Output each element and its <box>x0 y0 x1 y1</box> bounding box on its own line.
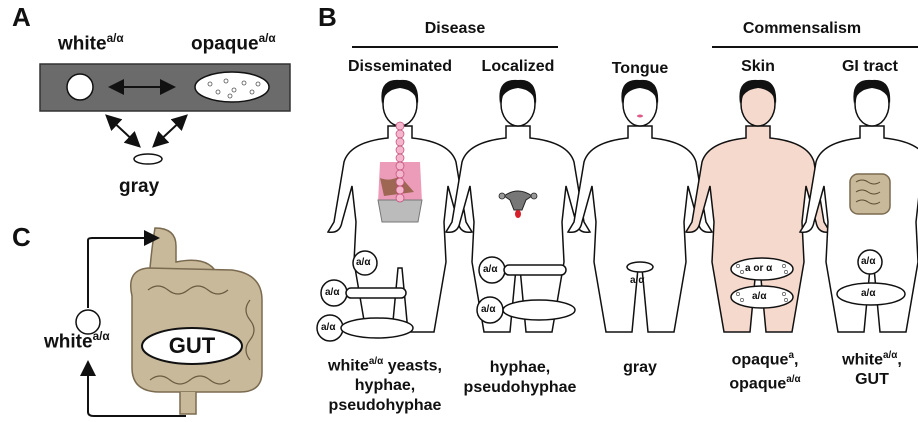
caption-gi-tract: whitea/α, GUT <box>832 346 912 390</box>
disease-header: Disease <box>400 20 510 38</box>
opaque-gray-arrow <box>155 117 185 145</box>
commensalism-header: Commensalism <box>732 20 872 38</box>
caption-text: pseudohyphae <box>460 378 580 398</box>
panel-c-white-label: whitea/α <box>44 330 110 353</box>
caption-localized: hyphae, pseudohyphae <box>460 358 580 398</box>
opaque-cell <box>195 72 269 102</box>
figure-localized <box>446 80 590 332</box>
cell-label: a/α <box>325 287 340 298</box>
rectum <box>180 392 196 414</box>
cell-label: a/α <box>630 275 645 286</box>
cell-label: a or α <box>745 263 772 274</box>
cell-label: a/α <box>483 264 498 275</box>
col-title-tongue: Tongue <box>598 60 682 78</box>
cell-label: a/α <box>356 257 371 268</box>
caption-text: white <box>842 351 883 368</box>
caption-text: opaque <box>732 351 789 368</box>
tongue-gray-cell <box>627 262 653 272</box>
caption-text: gray <box>610 358 670 378</box>
col-title-skin: Skin <box>728 58 788 76</box>
caption-text: , <box>794 351 798 368</box>
white-label-sup: a/α <box>93 330 110 343</box>
panel-b-letter: B <box>318 2 337 33</box>
figure-tongue <box>568 80 712 332</box>
disseminated-pseudohypha <box>341 318 413 338</box>
white-cell <box>67 74 93 100</box>
col-title-localized: Localized <box>470 58 566 76</box>
caption-skin: opaquea, opaquea/α <box>720 346 810 395</box>
caption-text: hyphae, <box>300 376 470 396</box>
cell-label: a/α <box>752 291 767 302</box>
caption-text: white <box>328 357 369 374</box>
caption-text: opaque <box>729 376 786 393</box>
caption-text: yeasts, <box>383 357 442 374</box>
cell-label: a/α <box>321 322 336 333</box>
caption-text: , <box>897 351 901 368</box>
caption-tongue: gray <box>610 358 670 378</box>
caption-text: pseudohyphae <box>300 396 470 416</box>
cell-label: a/α <box>861 256 876 267</box>
panel-c-letter: C <box>12 222 31 253</box>
caption-sup: a/α <box>786 374 800 385</box>
caption-sup: a/α <box>369 356 383 367</box>
localized-pseudohypha <box>503 300 575 320</box>
col-title-disseminated: Disseminated <box>336 58 464 76</box>
white-label-text: white <box>44 331 93 352</box>
gray-cell <box>134 154 162 164</box>
disseminated-hypha <box>346 288 406 298</box>
caption-text: GUT <box>832 370 912 390</box>
gut-label: GUT <box>160 333 224 359</box>
white-gray-arrow <box>108 117 138 145</box>
caption-sup: a/α <box>883 350 897 361</box>
caption-text: hyphae, <box>460 358 580 378</box>
caption-disseminated: whitea/α yeasts, hyphae, pseudohyphae <box>300 352 470 416</box>
cell-label: a/α <box>481 304 496 315</box>
col-title-gi-tract: GI tract <box>830 58 910 76</box>
cell-label: a/α <box>861 288 876 299</box>
localized-hypha <box>504 265 566 275</box>
